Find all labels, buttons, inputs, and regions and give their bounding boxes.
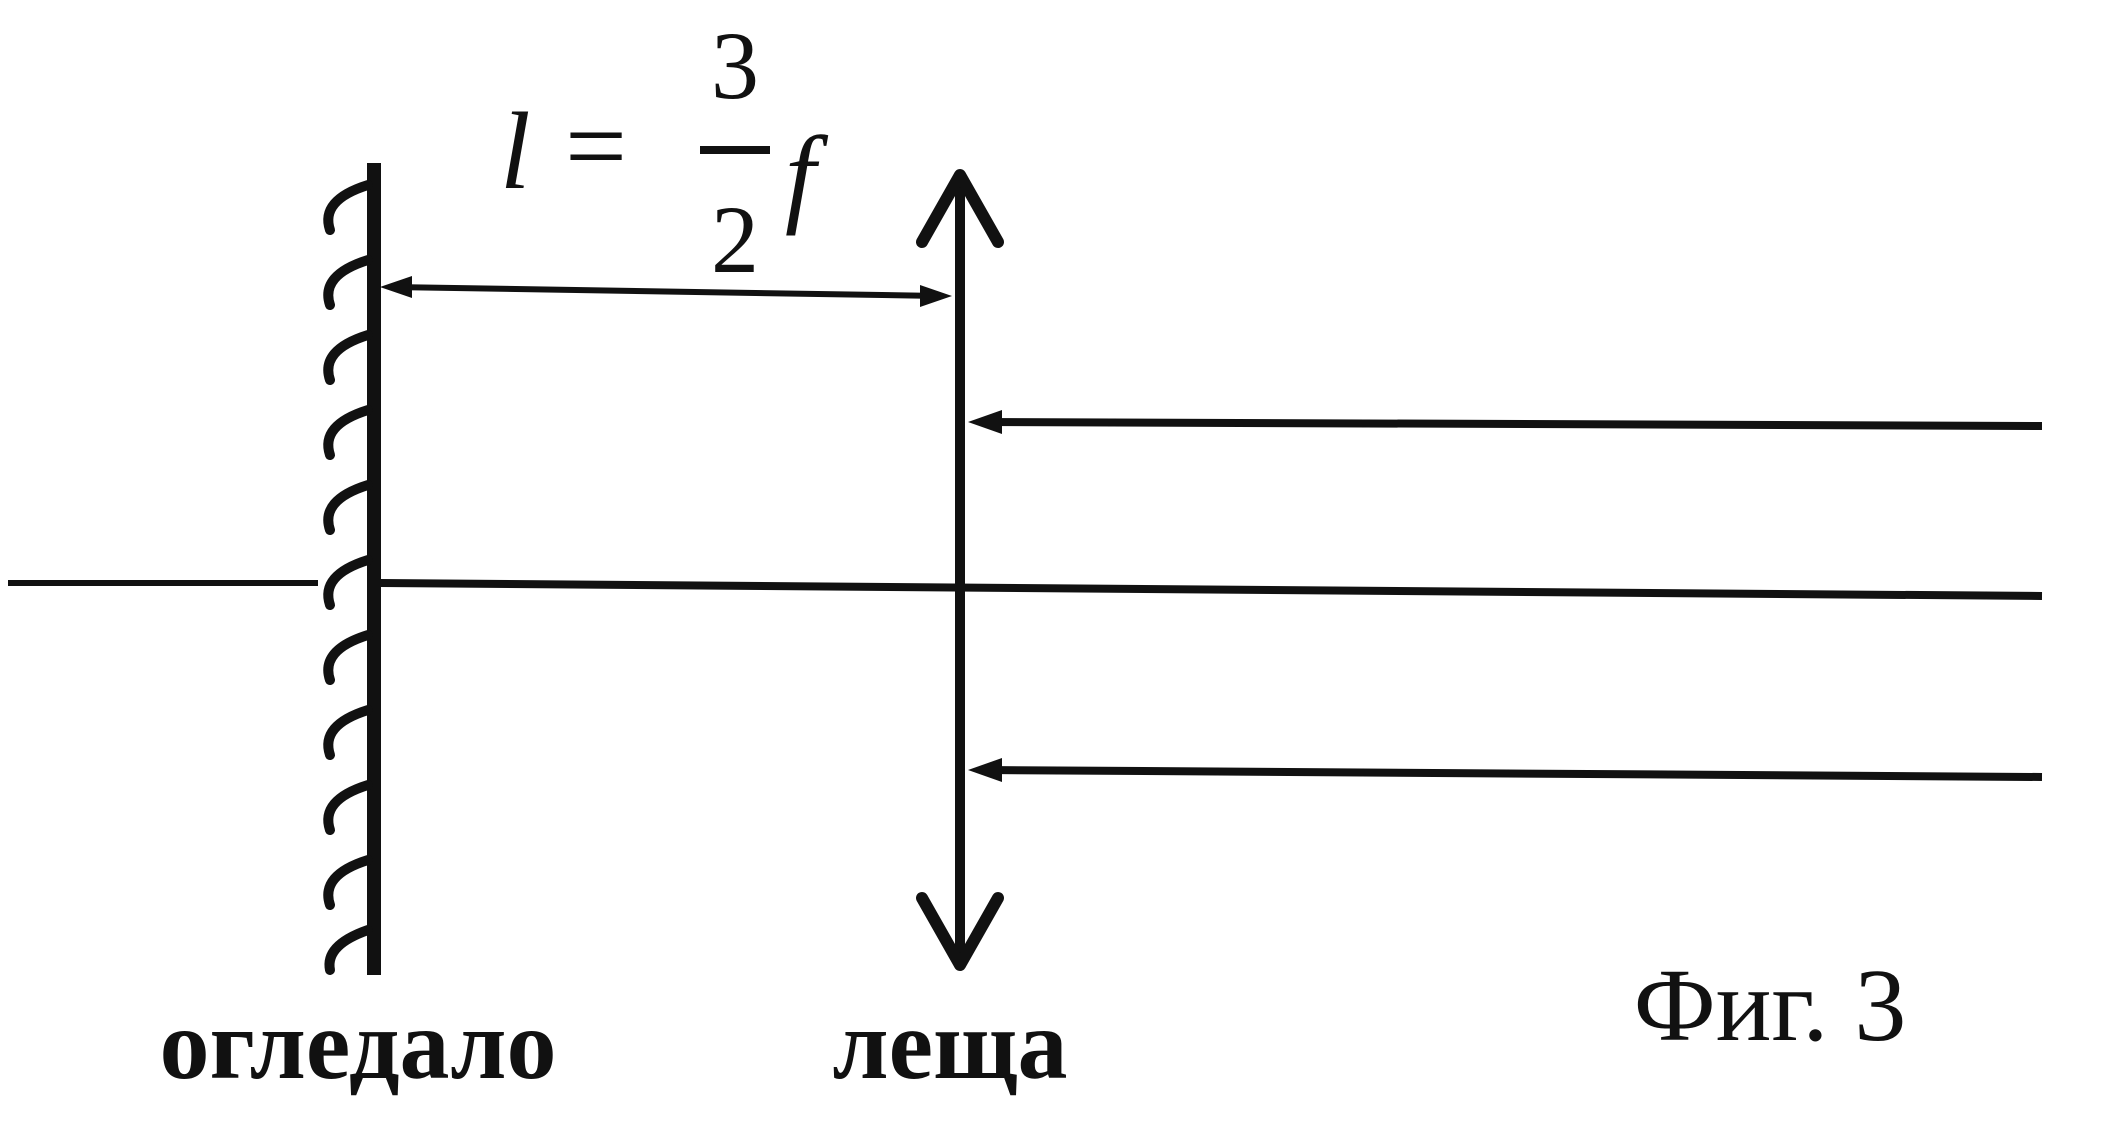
figure-caption: Фиг. 3 <box>1634 948 1907 1063</box>
distance-dimension <box>380 276 952 307</box>
formula-lhs: l <box>500 90 531 212</box>
incoming-rays <box>968 410 2043 782</box>
ray-upper <box>984 418 2043 430</box>
optical-axis <box>8 579 2043 600</box>
mirror-hatch <box>323 555 373 610</box>
ray-lower <box>984 766 2043 781</box>
lens-label: леща <box>833 989 1068 1100</box>
mirror-hatch <box>323 405 373 460</box>
arrowhead-icon <box>380 276 412 298</box>
formula-equals: = <box>565 85 627 207</box>
distance-formula: l = 3 2 f <box>500 12 829 293</box>
mirror-hatch <box>323 255 373 310</box>
mirror-icon <box>323 163 381 975</box>
mirror-hatch <box>324 925 373 975</box>
formula-rhs: f <box>785 114 829 236</box>
arrowhead-icon <box>968 758 1002 782</box>
formula-denominator: 2 <box>711 186 759 293</box>
mirror-hatch <box>323 855 373 910</box>
mirror-hatch <box>323 480 373 535</box>
mirror-label: огледало <box>159 989 556 1100</box>
mirror-hatch <box>323 330 373 385</box>
optical-axis-right <box>374 579 2043 600</box>
arrowhead-icon <box>968 410 1002 434</box>
mirror-hatch <box>323 180 373 235</box>
mirror-hatch <box>323 780 373 835</box>
arrowhead-icon <box>920 285 952 307</box>
lens-top-arrowhead <box>916 169 1004 248</box>
mirror-hatch <box>323 630 373 685</box>
converging-lens-icon <box>916 169 1004 971</box>
mirror-hatching <box>323 180 373 975</box>
mirror-hatch <box>323 705 373 760</box>
distance-line <box>391 284 941 299</box>
formula-numerator: 3 <box>711 12 759 119</box>
lens-bottom-arrowhead <box>916 892 1004 971</box>
